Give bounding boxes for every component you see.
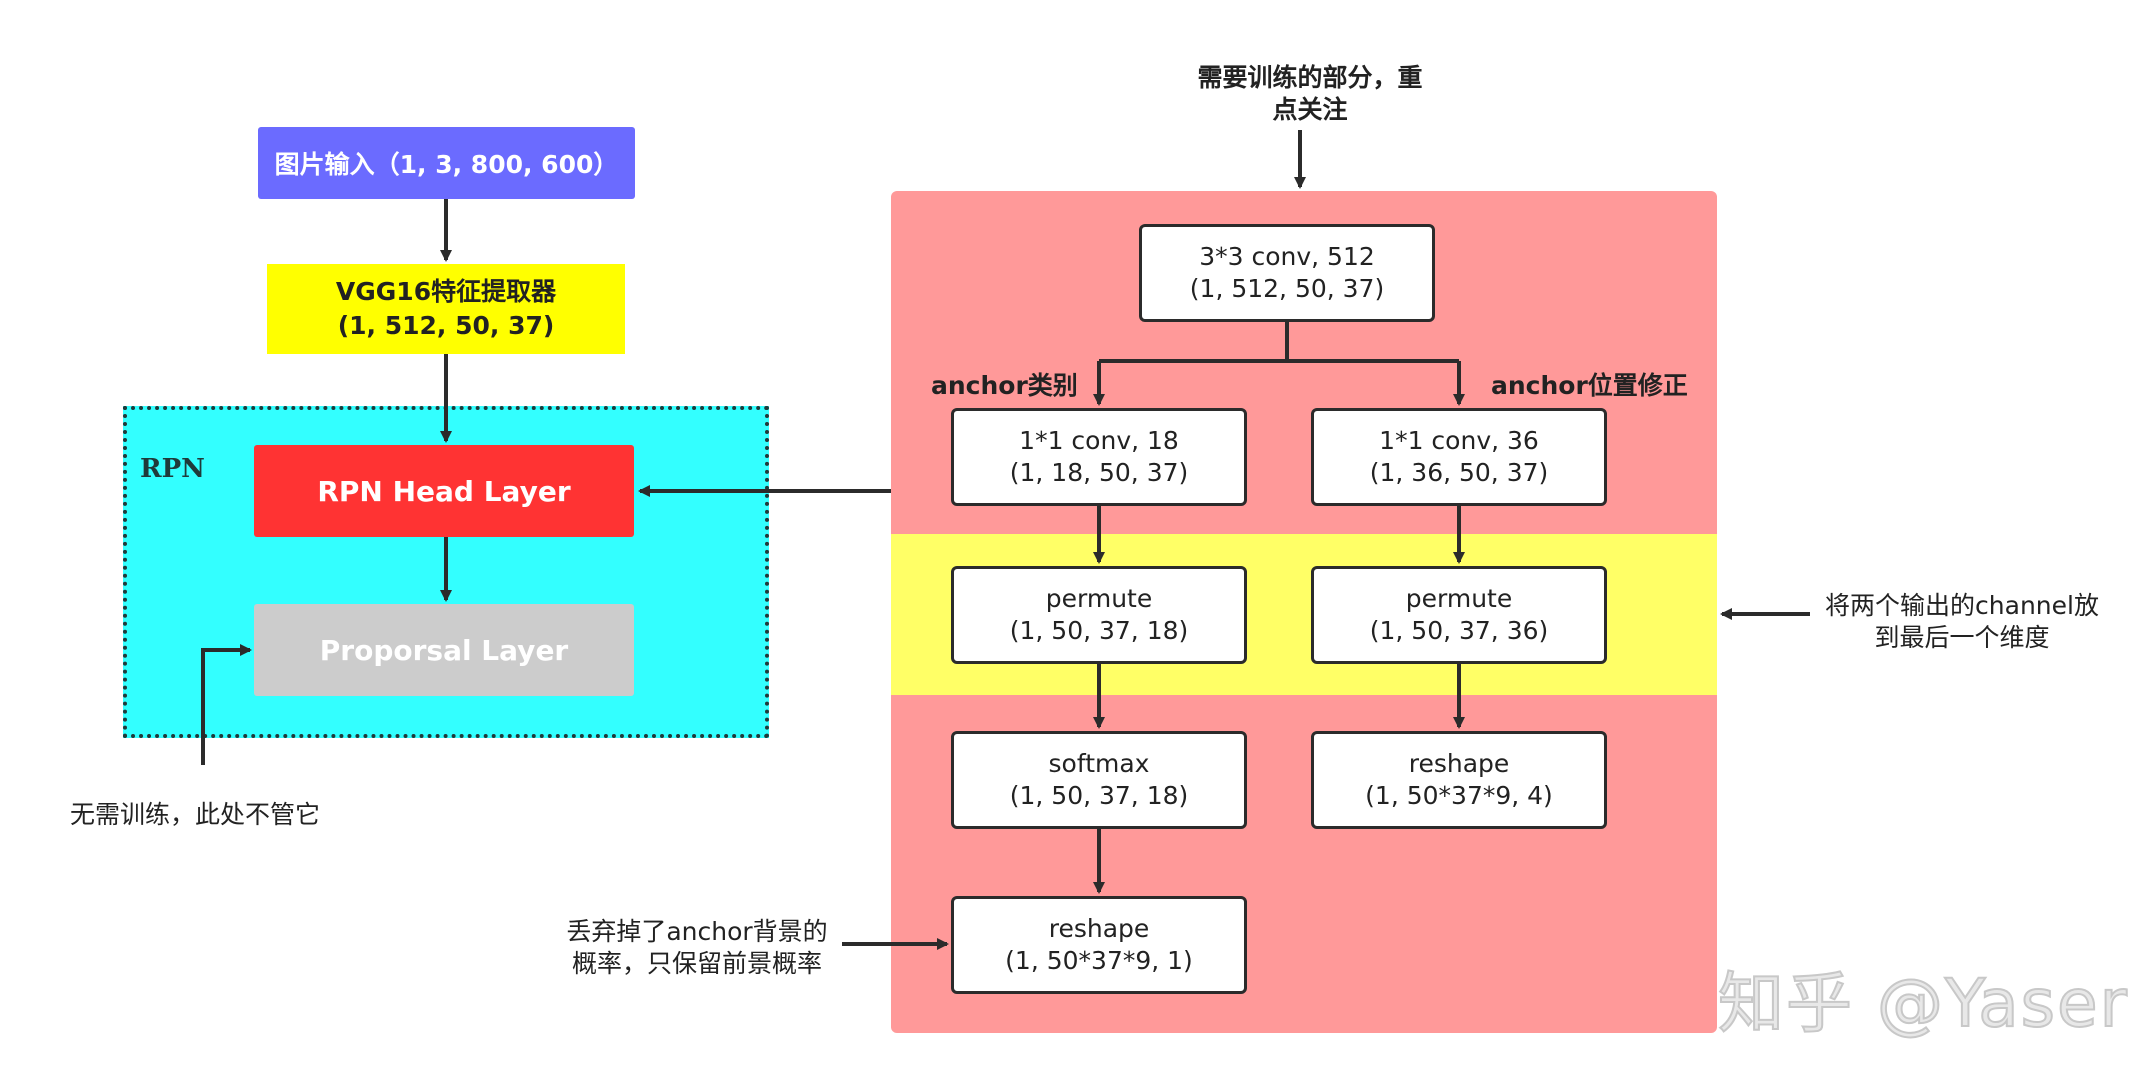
permute-note-line1: 将两个输出的channel放 [1825,591,2099,620]
permute-note-line2: 到最后一个维度 [1874,623,2050,652]
no-training-note: 无需训练，此处不管它 [70,800,321,829]
conv3x3-shape: (1, 512, 50, 37) [1189,274,1385,303]
focus-note-line2: 点关注 [1272,95,1348,124]
arrow-note-to-proposal [201,644,252,765]
vgg16-shape: (1, 512, 50, 37) [337,311,555,340]
vgg16-label: VGG16特征提取器 [335,277,557,306]
vgg16-extractor-box: VGG16特征提取器 (1, 512, 50, 37) [267,264,625,354]
input-image-box: 图片输入（1, 3, 800, 600） [258,127,635,199]
reg-permute-node: permute (1, 50, 37, 36) [1311,566,1607,664]
cls-permute-shape: (1, 50, 37, 18) [1009,616,1189,645]
reg-conv1x1-op: 1*1 conv, 36 [1379,426,1539,455]
watermark: 知乎 @Yaser [1717,964,2129,1043]
rpn-label: RPN [140,454,205,484]
cls-reshape-node: reshape (1, 50*37*9, 1) [951,896,1247,994]
proposal-layer-label: Proporsal Layer [319,633,569,667]
conv3x3-op: 3*3 conv, 512 [1199,242,1375,271]
focus-note: 需要训练的部分，重 点关注 [1160,62,1460,126]
reg-reshape-shape: (1, 50*37*9, 4) [1365,781,1553,810]
cls-softmax-shape: (1, 50, 37, 18) [1009,781,1189,810]
reg-conv1x1-shape: (1, 36, 50, 37) [1369,458,1549,487]
reg-reshape-node: reshape (1, 50*37*9, 4) [1311,731,1607,829]
cls-permute-node: permute (1, 50, 37, 18) [951,566,1247,664]
anchor-class-label: anchor类别 [931,371,1078,400]
cls-reshape-op: reshape [1048,914,1150,943]
cls-conv1x1-op: 1*1 conv, 18 [1019,426,1179,455]
proposal-layer-box: Proporsal Layer [254,604,634,696]
cls-reshape-shape: (1, 50*37*9, 1) [1005,946,1193,975]
discard-note-line2: 概率，只保留前景概率 [571,949,822,978]
cls-conv1x1-shape: (1, 18, 50, 37) [1009,458,1189,487]
anchor-position-label: anchor位置修正 [1491,371,1688,400]
discard-note-line1: 丢弃掉了anchor背景的 [566,917,828,946]
rpn-head-layer-label: RPN Head Layer [317,474,571,508]
discard-note: 丢弃掉了anchor背景的 概率，只保留前景概率 [552,916,842,980]
cls-softmax-node: softmax (1, 50, 37, 18) [951,731,1247,829]
cls-softmax-op: softmax [1048,749,1150,778]
focus-note-line1: 需要训练的部分，重 [1197,63,1423,92]
cls-permute-op: permute [1045,584,1153,613]
rpn-head-layer-box: RPN Head Layer [254,445,634,537]
cls-conv1x1-node: 1*1 conv, 18 (1, 18, 50, 37) [951,408,1247,506]
reg-permute-shape: (1, 50, 37, 36) [1369,616,1549,645]
reg-conv1x1-node: 1*1 conv, 36 (1, 36, 50, 37) [1311,408,1607,506]
reg-permute-op: permute [1405,584,1513,613]
permute-note: 将两个输出的channel放 到最后一个维度 [1812,590,2112,654]
conv3x3-node: 3*3 conv, 512 (1, 512, 50, 37) [1139,224,1435,322]
input-image-label: 图片输入（1, 3, 800, 600） [274,150,619,179]
reg-reshape-op: reshape [1408,749,1510,778]
